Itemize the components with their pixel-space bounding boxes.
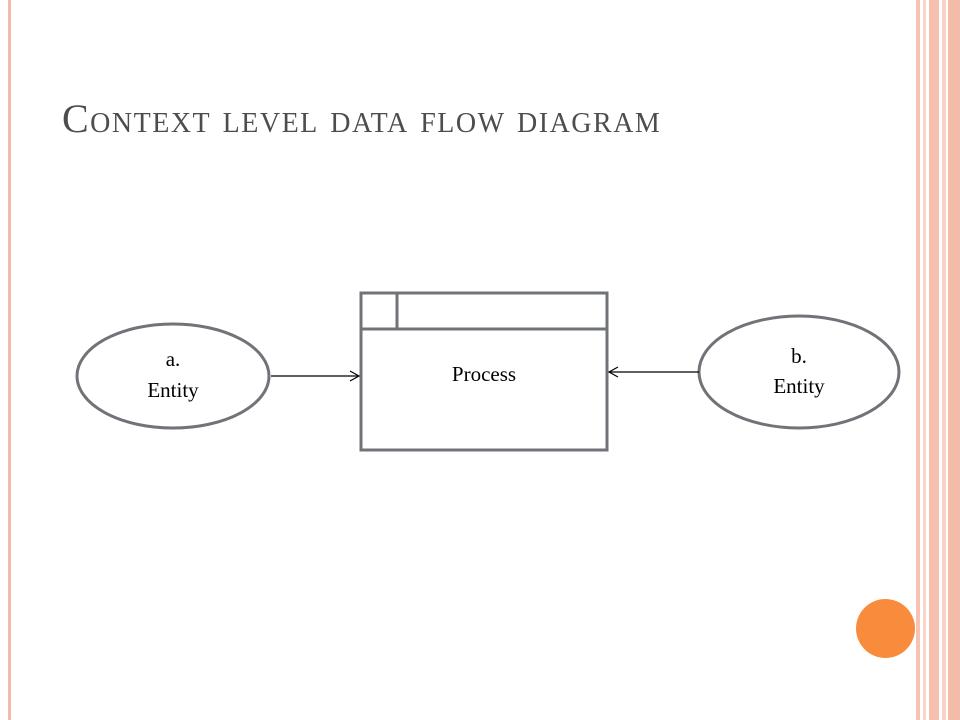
right-decorative-stripes — [916, 0, 960, 720]
accent-circle — [856, 599, 915, 658]
entity-b[interactable]: b. Entity — [697, 314, 901, 430]
process-label: Process — [452, 362, 516, 386]
stripe — [942, 0, 946, 720]
arrowhead-icon — [349, 370, 361, 382]
process-rect — [359, 291, 609, 452]
slide-title: Context level data flow diagram — [62, 96, 662, 141]
flow-arrow-a-to-process — [271, 370, 361, 382]
stripe — [948, 0, 960, 720]
flow-arrow-b-to-process — [607, 366, 699, 378]
entity-a-label: Entity — [147, 378, 199, 402]
entity-a-ellipse — [75, 322, 271, 430]
process-box[interactable]: Process — [359, 291, 609, 452]
stripe — [923, 0, 926, 720]
stripe — [916, 0, 920, 720]
entity-a-prefix: a. — [166, 347, 181, 371]
stripe — [929, 0, 939, 720]
entity-a[interactable]: a. Entity — [75, 322, 271, 430]
left-border-line — [8, 0, 11, 720]
entity-b-prefix: b. — [791, 344, 807, 368]
entity-b-ellipse — [697, 314, 901, 430]
entity-b-label: Entity — [773, 374, 825, 398]
arrowhead-icon — [607, 366, 619, 378]
